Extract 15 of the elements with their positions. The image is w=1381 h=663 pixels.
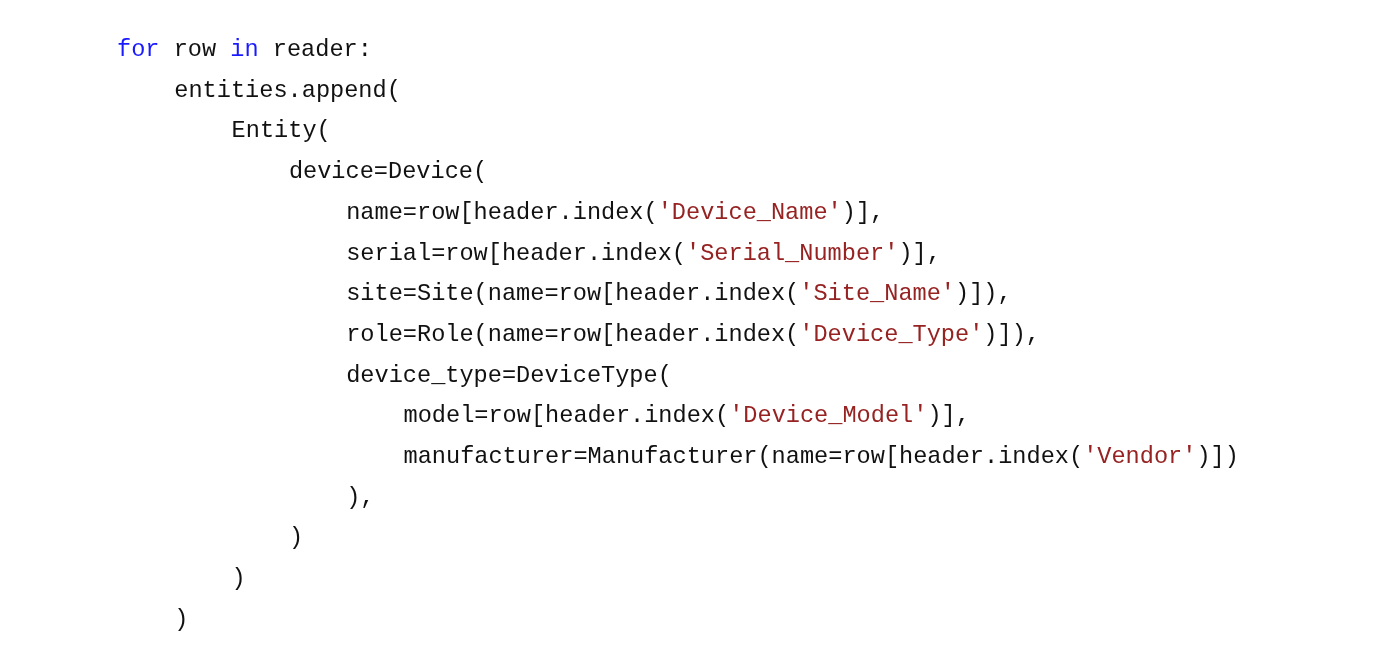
code-line: name=row[header.index('Device_Name')], [346, 197, 885, 228]
code-line: entities.append( [174, 75, 401, 106]
code-line: model=row[header.index('Device_Model')], [403, 401, 970, 432]
code-line: device_type=DeviceType( [346, 360, 672, 391]
code-line: ) [288, 523, 304, 554]
code-line: device=Device( [288, 157, 488, 188]
code-line: ) [174, 604, 189, 635]
code-line: site=Site(name=row[header.index('Site_Name')]), [346, 279, 1012, 310]
code-line: Entity( [231, 116, 331, 147]
code-line: ) [231, 564, 246, 595]
code-line: ), [346, 482, 375, 513]
code-line: for row in reader: [117, 35, 372, 65]
code-line: serial=row[header.index('Serial_Number')], [346, 238, 941, 269]
code-line: manufacturer=Manufacturer(name=row[header.index('Vendor')]) [403, 442, 1239, 472]
code-line: role=Role(name=row[header.index('Device_Type')]), [346, 319, 1040, 350]
